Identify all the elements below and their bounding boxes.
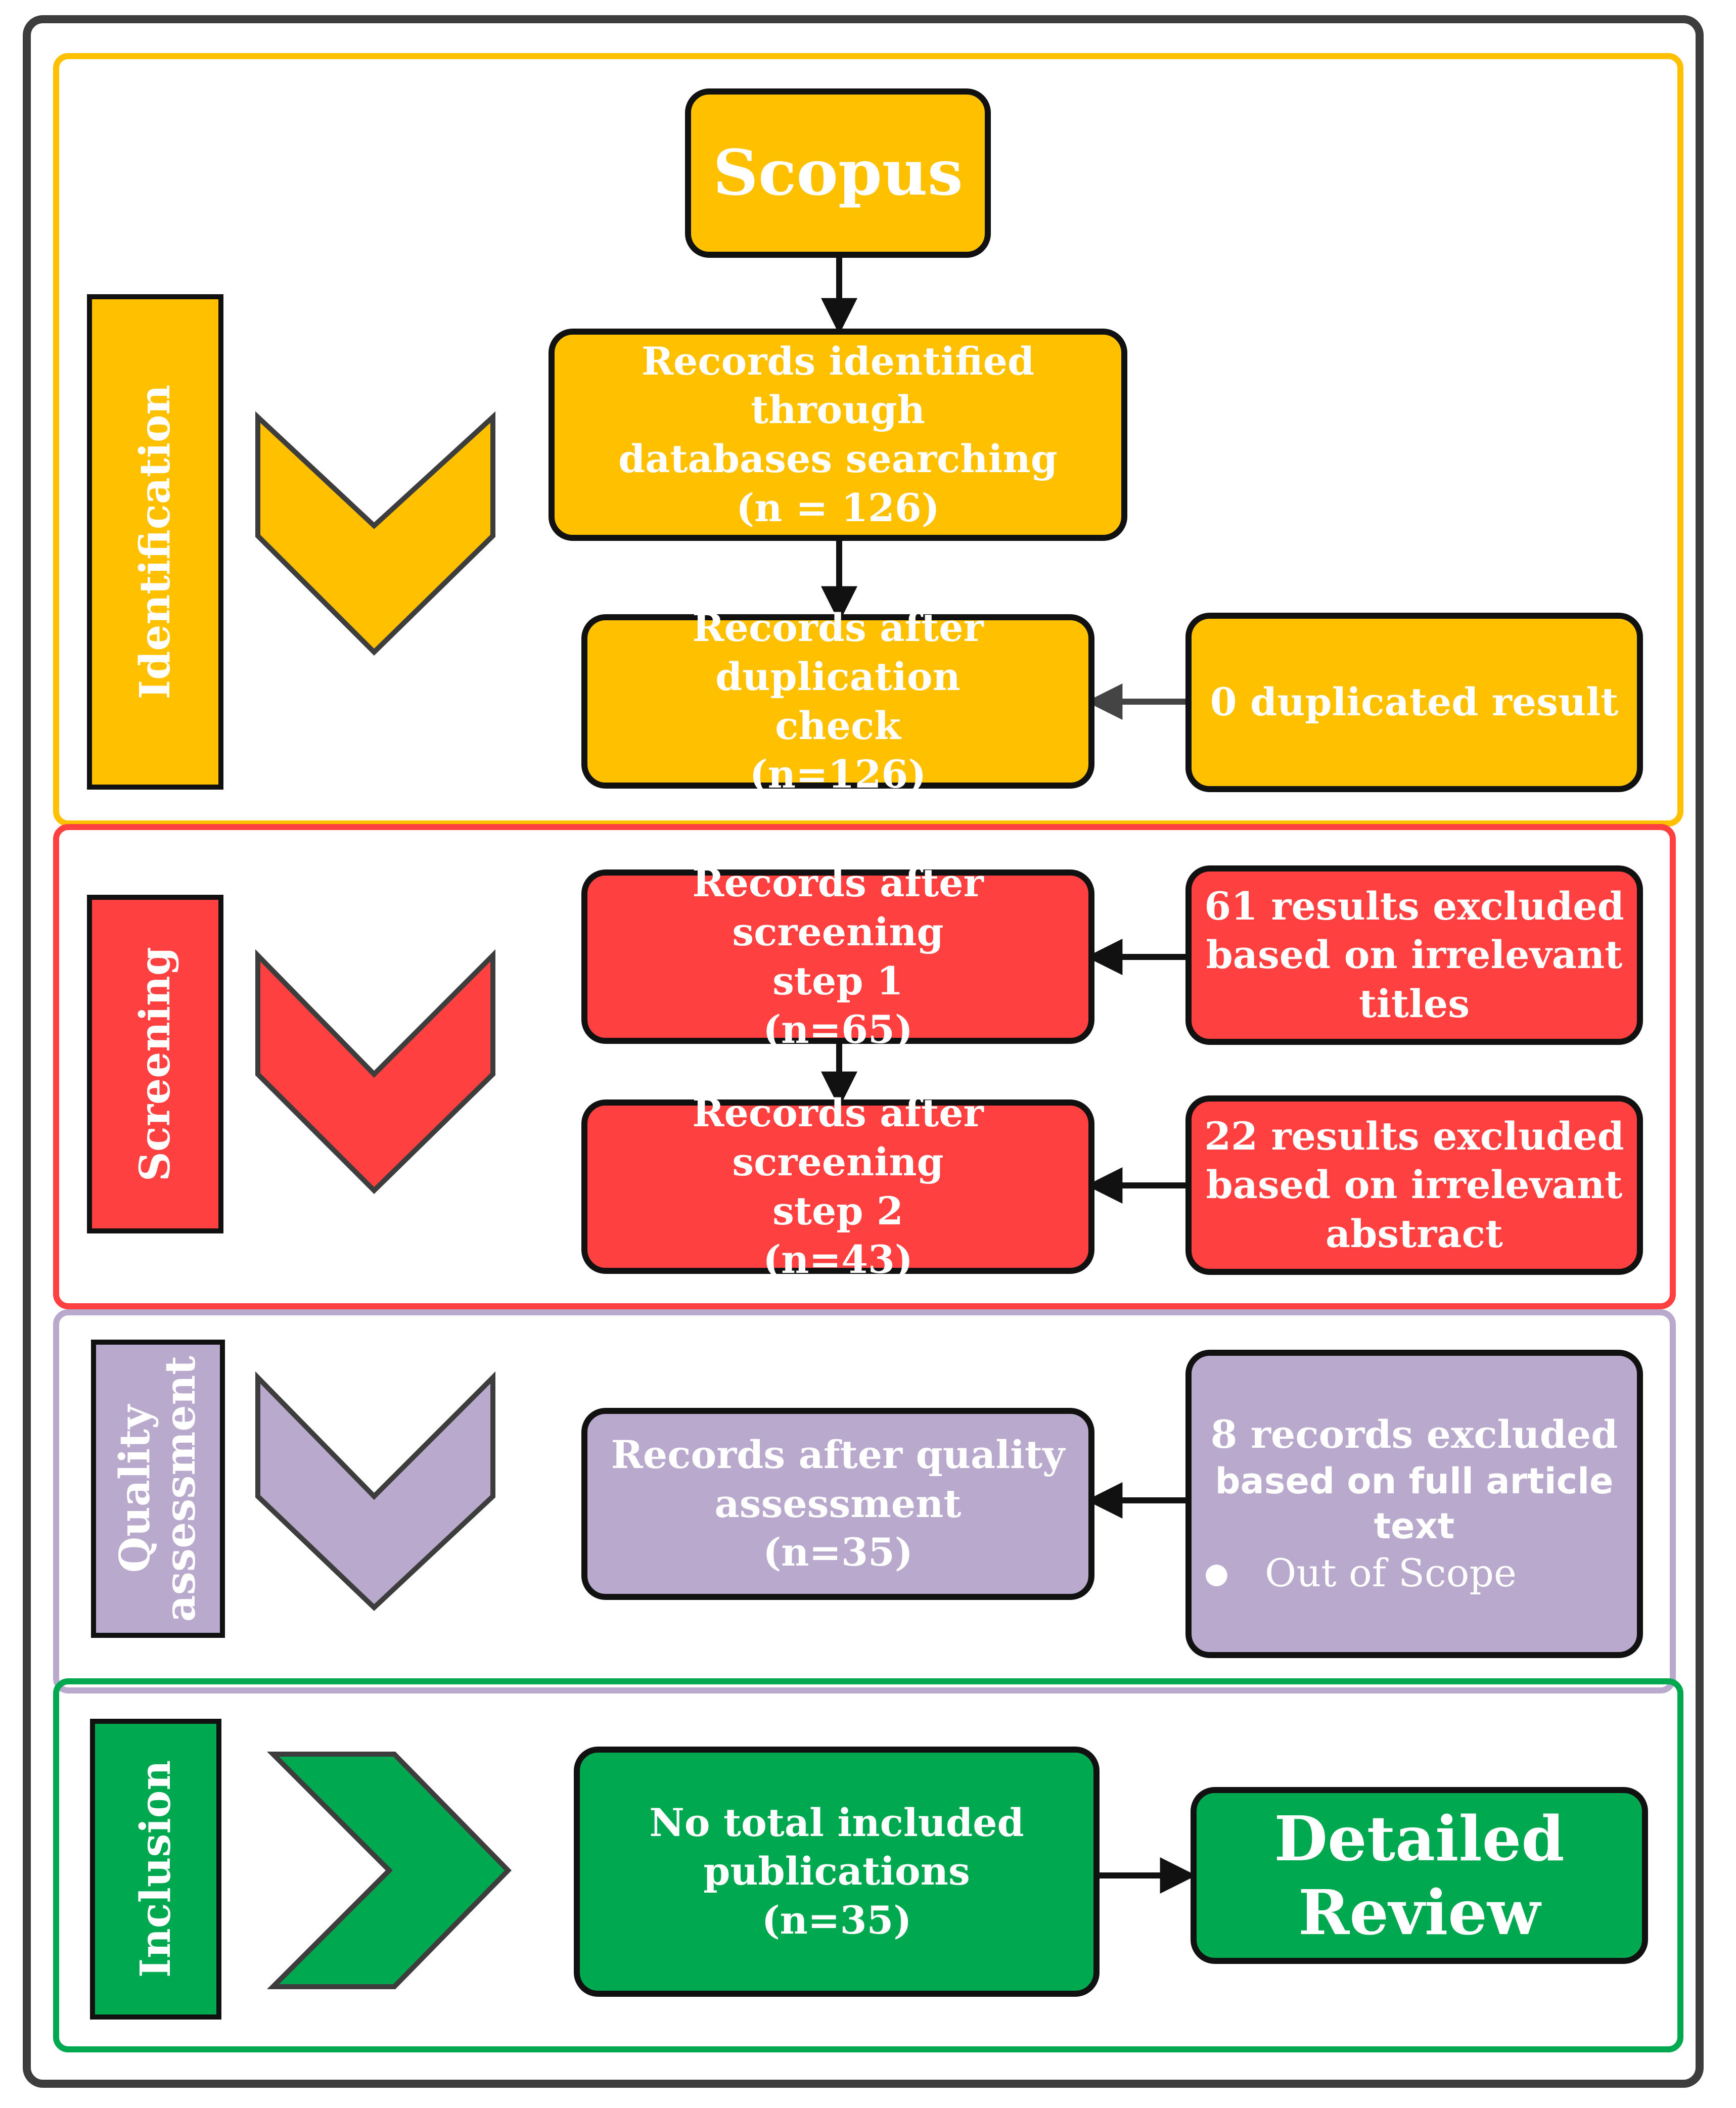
identified-line1: Records identified through bbox=[641, 338, 1035, 433]
screen1-line2: step 1 bbox=[772, 958, 903, 1003]
quality-label: Quality assessment bbox=[91, 1340, 225, 1638]
included-line1: No total included bbox=[649, 1800, 1024, 1845]
inclusion-section bbox=[53, 1678, 1683, 2052]
screen2-line2: step 2 bbox=[772, 1188, 903, 1233]
scopus-box: Scopus bbox=[685, 88, 991, 258]
quality-chevron-icon bbox=[255, 1371, 495, 1611]
screening-label: Screening bbox=[87, 895, 223, 1233]
quality-section bbox=[53, 1309, 1676, 1693]
included-line3: (n=35) bbox=[761, 1897, 912, 1943]
review-box: Detailed Review bbox=[1191, 1787, 1648, 1964]
identified-line2: databases searching bbox=[618, 436, 1058, 481]
dedup-line3: (n=126) bbox=[749, 752, 927, 797]
included-box: No total included publications (n=35) bbox=[574, 1747, 1100, 1997]
excluded-fulltext-line1: 8 records excluded bbox=[1210, 1411, 1618, 1457]
excluded-titles-line3: titles bbox=[1358, 981, 1470, 1026]
excluded-abstract-line2: based on irrelevant bbox=[1206, 1162, 1623, 1208]
screen1-line1: Records after screening bbox=[692, 860, 984, 954]
identification-label: Identification bbox=[87, 294, 223, 790]
identification-chevron-icon bbox=[255, 411, 495, 656]
duplicates-box: 0 duplicated result bbox=[1185, 613, 1643, 792]
excluded-titles-line2: based on irrelevant bbox=[1206, 932, 1623, 978]
review-line1: Detailed bbox=[1274, 1802, 1565, 1875]
excluded-abstract-box: 22 results excluded based on irrelevant … bbox=[1185, 1095, 1643, 1275]
screening-chevron-icon bbox=[255, 949, 495, 1195]
screen1-box: Records after screening step 1 (n=65) bbox=[581, 860, 1094, 1052]
dedup-line1: Records after duplication bbox=[692, 605, 984, 699]
screen1-line3: (n=65) bbox=[763, 1007, 913, 1052]
excluded-fulltext-line2: based on full article text bbox=[1215, 1460, 1614, 1547]
review-line2: Review bbox=[1298, 1876, 1540, 1949]
inclusion-chevron-icon bbox=[266, 1752, 512, 1989]
identified-box: Records identified through databases sea… bbox=[549, 329, 1127, 541]
screening-section bbox=[53, 824, 1676, 1309]
dedup-box: Records after duplication check (n=126) bbox=[581, 605, 1094, 797]
quality-line2: assessment bbox=[714, 1481, 962, 1526]
quality-line3: (n=35) bbox=[763, 1530, 913, 1575]
excluded-fulltext-bullet-text: Out of Scope bbox=[1265, 1550, 1517, 1595]
scopus-text: Scopus bbox=[713, 136, 963, 210]
identified-line3: (n = 126) bbox=[736, 485, 940, 530]
excluded-fulltext-bullet: ● Out of Scope bbox=[1192, 1549, 1637, 1598]
screen2-line1: Records after screening bbox=[692, 1090, 984, 1184]
duplicates-text: 0 duplicated result bbox=[1210, 679, 1619, 725]
screen2-line3: (n=43) bbox=[763, 1237, 913, 1282]
inclusion-label: Inclusion bbox=[90, 1719, 221, 2020]
quality-line1: Records after quality bbox=[611, 1432, 1065, 1478]
quality-box: Records after quality assessment (n=35) bbox=[581, 1408, 1094, 1600]
excluded-abstract-line3: abstract bbox=[1326, 1211, 1503, 1256]
identification-section bbox=[53, 53, 1683, 827]
excluded-fulltext-box: 8 records excluded based on full article… bbox=[1185, 1350, 1643, 1658]
excluded-titles-box: 61 results excluded based on irrelevant … bbox=[1185, 865, 1643, 1045]
screen2-box: Records after screening step 2 (n=43) bbox=[581, 1090, 1094, 1282]
dedup-line2: check bbox=[775, 703, 901, 748]
included-line2: publications bbox=[703, 1849, 970, 1894]
excluded-titles-line1: 61 results excluded bbox=[1204, 883, 1624, 929]
bullet-dot-icon: ● bbox=[1204, 1556, 1229, 1590]
excluded-abstract-line1: 22 results excluded bbox=[1204, 1113, 1624, 1159]
